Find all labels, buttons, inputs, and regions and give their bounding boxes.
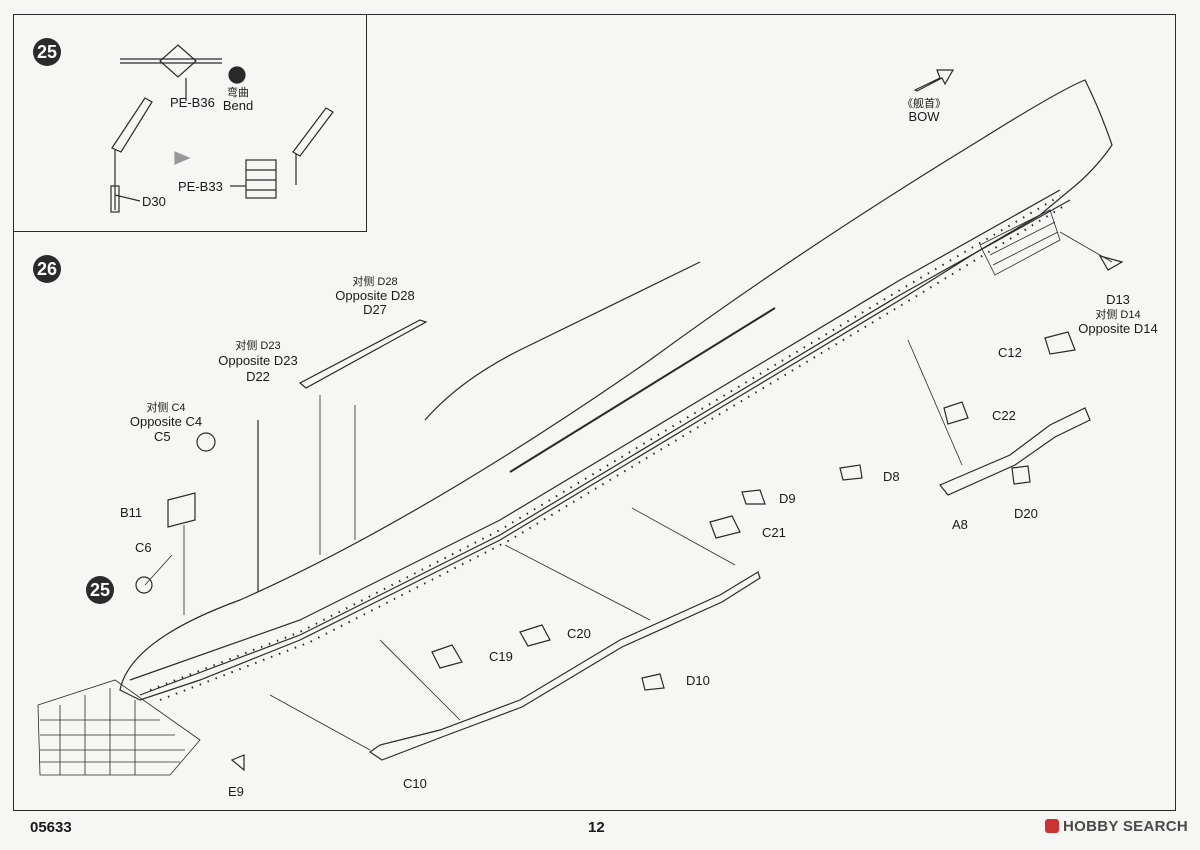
step-26-badge: 26	[33, 255, 61, 283]
label-d27: D27	[363, 302, 387, 317]
part-c21	[709, 515, 741, 539]
watermark-logo-icon	[1044, 819, 1059, 833]
page-number: 12	[588, 819, 605, 836]
hull-outline	[119, 79, 1113, 701]
pe-b33-part	[230, 159, 277, 199]
part-d20	[1011, 465, 1031, 485]
part-c22	[943, 401, 969, 425]
step25-strut-left	[110, 97, 153, 213]
step-25-reference-badge: 25	[86, 576, 114, 604]
step25-strut-right	[292, 107, 334, 185]
label-d9: D9	[779, 491, 796, 506]
deck-grid-bow	[979, 209, 1061, 276]
label-d28-cn: 对侧 D28	[352, 276, 398, 288]
bend-icon	[228, 66, 246, 84]
label-d8: D8	[883, 469, 900, 484]
watermark-text: HOBBY SEARCH	[1062, 818, 1188, 835]
label-bend-en: Bend	[222, 98, 254, 113]
label-c22: C22	[992, 408, 1016, 423]
deck-grid-stern	[37, 679, 201, 776]
label-d20: D20	[1014, 506, 1038, 521]
label-a8: A8	[952, 517, 968, 532]
label-c5: C5	[154, 429, 171, 444]
part-d10	[641, 673, 665, 691]
part-c5	[196, 432, 216, 452]
label-d28-en: Opposite D28	[335, 288, 415, 303]
arrow-right-icon	[174, 151, 191, 165]
label-d22: D22	[246, 369, 270, 384]
label-c10: C10	[403, 776, 427, 791]
part-c19	[431, 644, 463, 669]
step25-inset-box	[13, 14, 367, 232]
label-c4-en: Opposite C4	[129, 414, 203, 429]
label-e9: E9	[228, 784, 244, 799]
label-d14-cn: 对侧 D14	[1095, 309, 1141, 321]
label-d14-en: Opposite D14	[1078, 321, 1158, 336]
label-bow-en: BOW	[908, 109, 940, 124]
label-bow-cn: 《舰首》	[902, 98, 946, 110]
part-c6	[135, 576, 153, 594]
label-d23-en: Opposite D23	[218, 353, 298, 368]
label-d23-cn: 对侧 D23	[235, 340, 281, 352]
sponson-a8	[939, 407, 1091, 496]
watermark-logo: HOBBY SEARCH	[1044, 818, 1188, 835]
page-frame	[13, 14, 1176, 811]
bow-arrow-icon	[913, 69, 955, 92]
porthole-row	[149, 195, 1065, 701]
label-pe-b33: PE-B33	[178, 179, 223, 194]
label-c6: C6	[135, 540, 152, 555]
label-d13: D13	[1106, 292, 1130, 307]
part-c12	[1044, 331, 1076, 355]
label-d30: D30	[142, 194, 166, 209]
label-d10: D10	[686, 673, 710, 688]
product-code: 05633	[30, 819, 72, 836]
label-c12: C12	[998, 345, 1022, 360]
label-b11: B11	[120, 505, 143, 520]
label-c21: C21	[762, 525, 786, 540]
part-d8	[839, 464, 863, 481]
part-d27	[298, 319, 428, 389]
sponson-c10	[368, 571, 761, 761]
label-c20: C20	[567, 626, 591, 641]
part-e9	[230, 754, 245, 772]
label-pe-b36: PE-B36	[170, 95, 215, 110]
part-c20	[519, 624, 551, 647]
label-bend-cn: 弯曲	[227, 87, 249, 99]
part-d9	[741, 489, 766, 505]
label-c4-cn: 对侧 C4	[146, 402, 186, 414]
pe-b36-part	[120, 44, 222, 96]
step-25-badge: 25	[33, 38, 61, 66]
part-d13	[1098, 255, 1124, 271]
part-b11	[167, 492, 196, 528]
label-c19: C19	[489, 649, 513, 664]
